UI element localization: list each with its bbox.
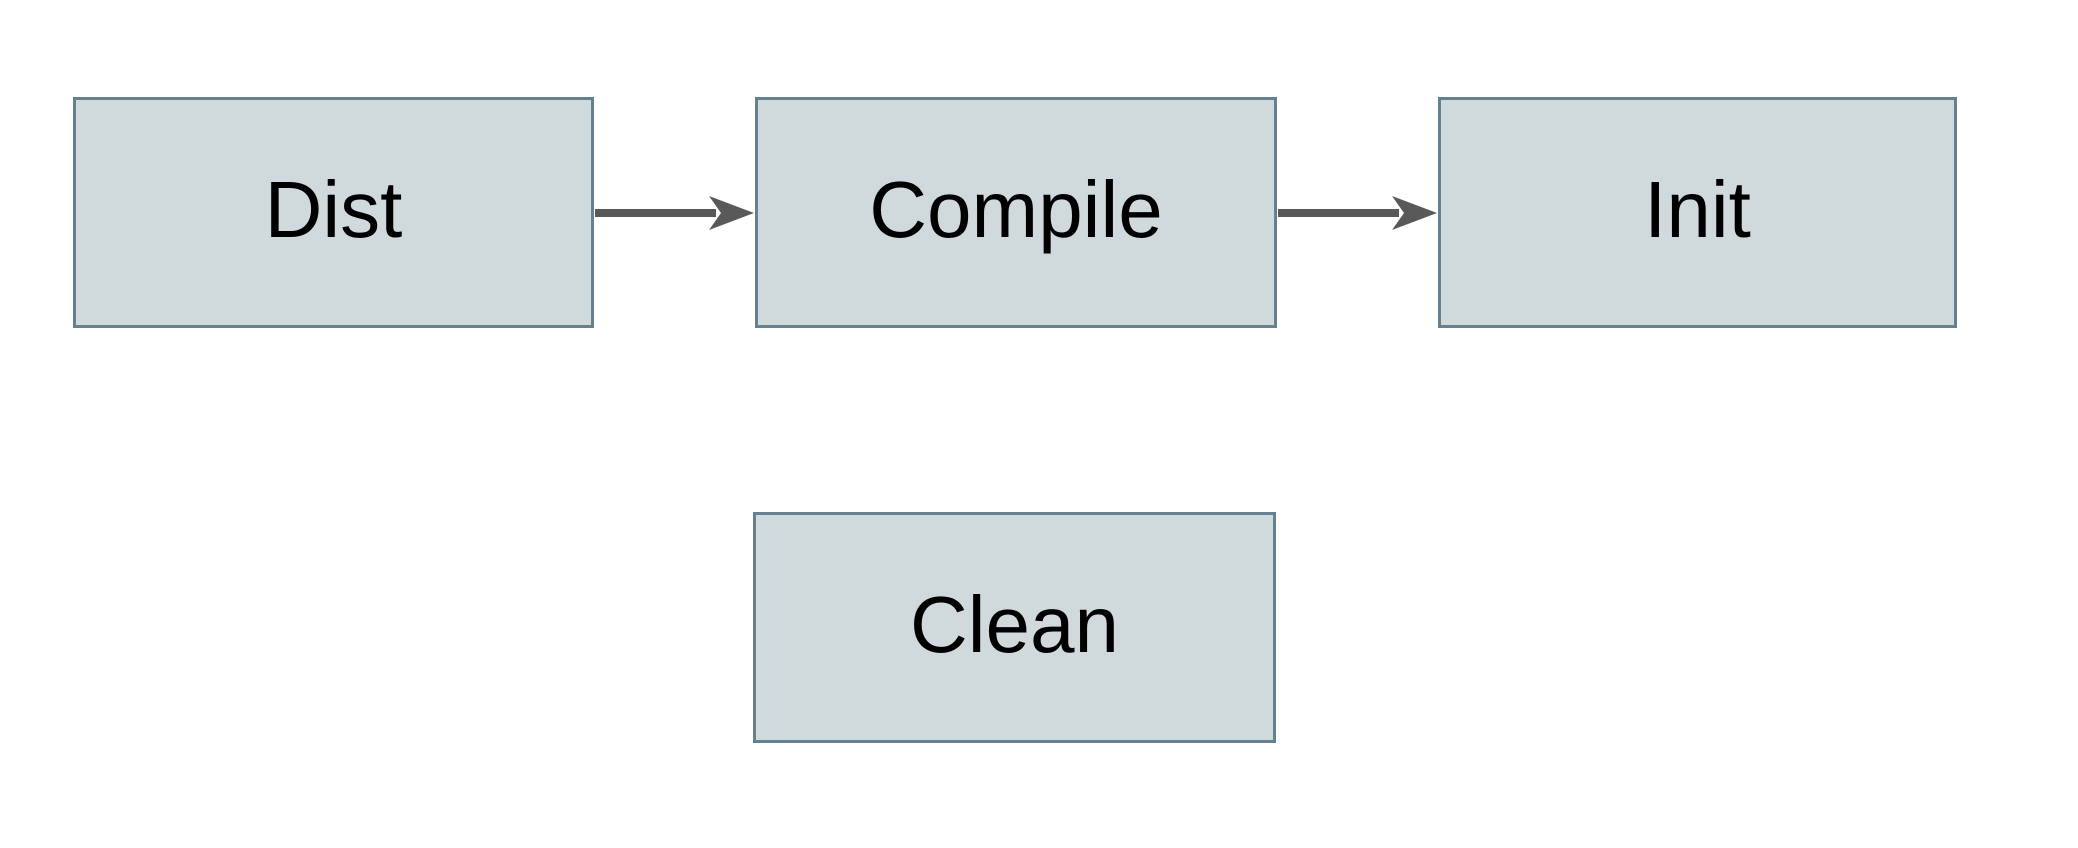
node-dist-label: Dist — [264, 164, 403, 254]
node-dist[interactable]: Dist — [73, 97, 594, 328]
arrow-dist-to-compile — [595, 196, 754, 230]
node-compile[interactable]: Compile — [755, 97, 1277, 328]
node-clean[interactable]: Clean — [753, 512, 1276, 743]
node-init-label: Init — [1644, 164, 1751, 254]
arrow-compile-to-init-head — [1392, 196, 1437, 230]
arrow-compile-to-init — [1278, 196, 1437, 230]
node-compile-label: Compile — [869, 164, 1163, 254]
node-clean-label: Clean — [909, 579, 1120, 669]
node-init[interactable]: Init — [1438, 97, 1957, 328]
arrow-dist-to-compile-head — [709, 196, 754, 230]
